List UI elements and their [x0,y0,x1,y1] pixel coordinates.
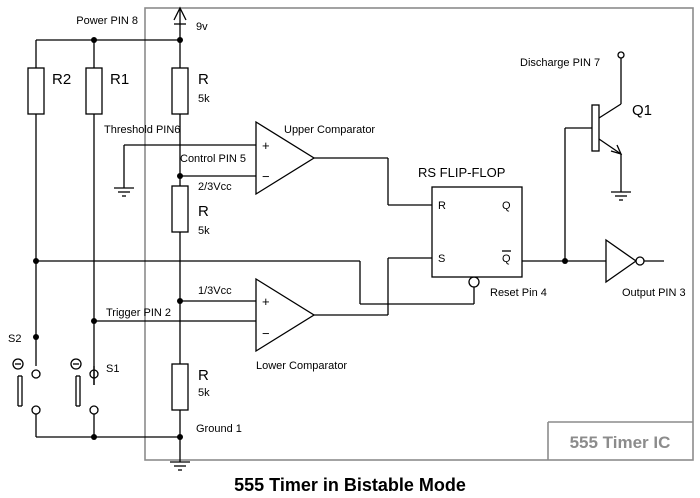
r1-label: R1 [110,71,129,88]
threshold-pin-label: Threshold PIN6 [104,124,180,136]
output-inverter-bubble [635,256,645,266]
s2-label: S2 [8,333,21,345]
flipflop-s-label: S [438,253,445,265]
flipflop-q-label: Q [502,200,511,212]
divider-resistor-mid-label: R [198,203,209,220]
s1-contact-top [89,369,99,379]
flipflop-title: RS FLIP-FLOP [418,165,505,180]
upper-comparator-label: Upper Comparator [284,124,375,136]
lower-comparator-label: Lower Comparator [256,360,347,372]
q1-label: Q1 [632,102,652,119]
q1-emitter [598,138,622,155]
reset-inverter-bubble [468,276,480,288]
r2-label: R2 [52,71,71,88]
lower-comparator-plus: + [262,294,270,309]
supply-voltage-label: 9v [196,21,208,33]
two-thirds-vcc-label: 2/3Vcc [198,181,232,193]
s2-push-button-icon [12,358,24,370]
r2-resistor [27,67,45,115]
ic-boundary [144,7,694,461]
upper-comparator-minus: − [262,169,270,184]
output-inverter [605,238,638,284]
s1-label: S1 [106,363,119,375]
one-third-vcc-label: 1/3Vcc [198,285,232,297]
s1-contact-bottom [89,405,99,415]
output-pin-label: Output PIN 3 [622,287,686,299]
r1-resistor [85,67,103,115]
rs-flipflop [431,186,523,278]
reset-pin-label: Reset Pin 4 [490,287,547,299]
diagram-title: 555 Timer in Bistable Mode [234,475,466,495]
flipflop-qbar-label: Q [502,253,511,265]
divider-resistor-top-value: 5k [198,93,210,105]
power-pin-label: Power PIN 8 [76,15,138,27]
q1-collector [598,103,622,119]
upper-comparator [255,120,316,196]
divider-resistor-bottom-value: 5k [198,387,210,399]
divider-resistor-top [171,67,189,115]
control-pin-label: Control PIN 5 [180,153,246,165]
upper-comparator-plus: + [262,138,270,153]
s2-contact-bottom [31,405,41,415]
s2-contact-top [31,369,41,379]
lower-comparator-minus: − [262,326,270,341]
discharge-pin-label: Discharge PIN 7 [520,57,600,69]
s1-push-button-icon [70,358,82,370]
divider-resistor-top-label: R [198,71,209,88]
ic-label: 555 Timer IC [570,433,671,452]
trigger-pin-label: Trigger PIN 2 [106,307,171,319]
q1-base-bar [591,104,600,152]
power-arrow-icon [173,6,187,21]
divider-resistor-mid-value: 5k [198,225,210,237]
flipflop-r-label: R [438,200,446,212]
discharge-terminal [617,51,625,59]
divider-resistor-mid [171,185,189,233]
junction-ground-s1 [91,434,97,440]
ground-pin-label: Ground 1 [196,423,242,435]
divider-resistor-bottom-label: R [198,367,209,384]
lower-comparator [255,277,316,353]
divider-resistor-bottom [171,363,189,411]
